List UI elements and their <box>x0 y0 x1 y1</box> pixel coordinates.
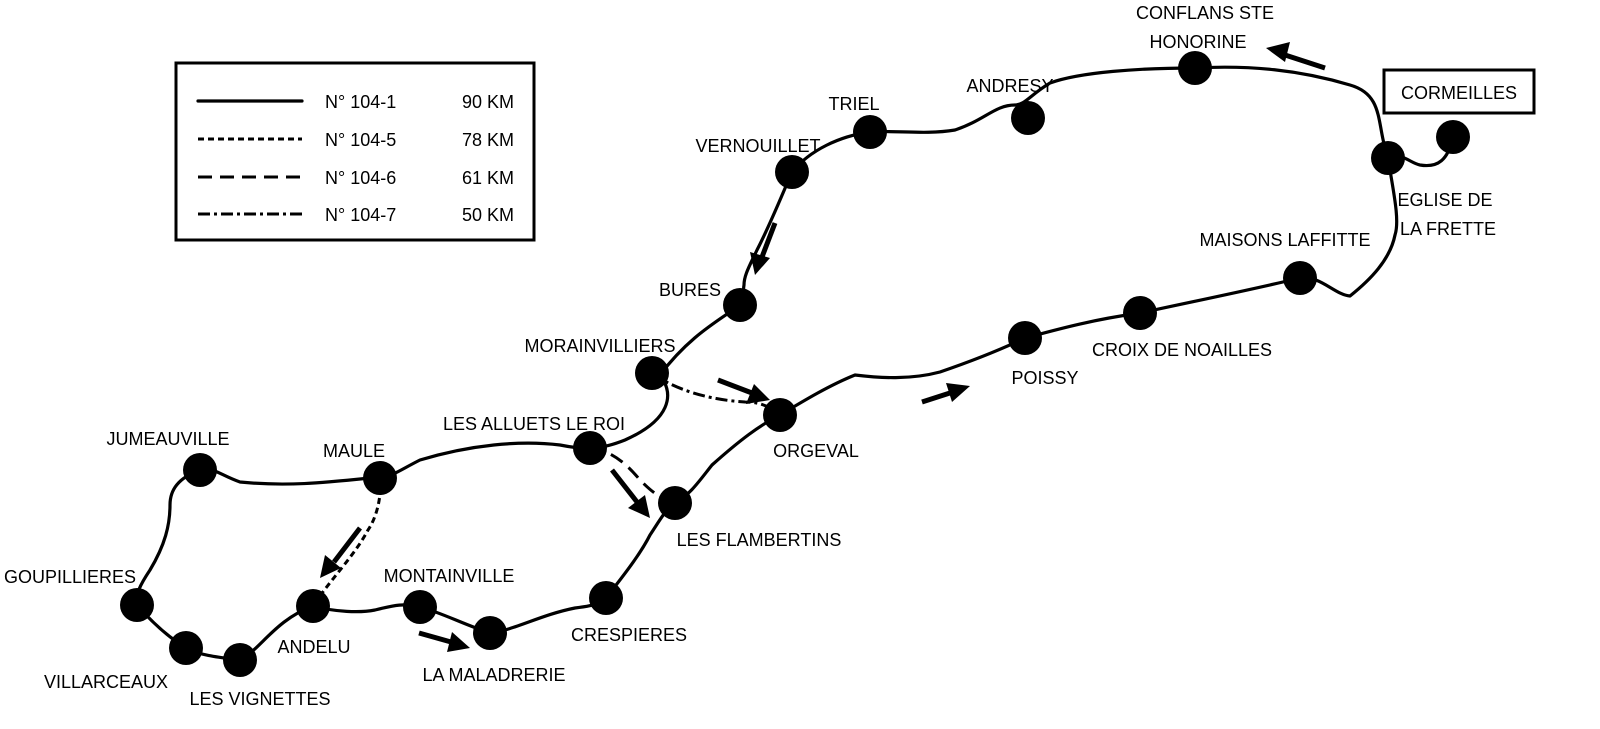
label-eglise-1: EGLISE DE <box>1397 190 1492 210</box>
stop-orgeval <box>763 398 797 432</box>
legend-code-2: N° 104-5 <box>325 130 396 150</box>
stop-andelu <box>296 589 330 623</box>
label-montainville: MONTAINVILLE <box>384 566 515 586</box>
stop-vernouillet <box>775 155 809 189</box>
stop-poissy <box>1008 321 1042 355</box>
legend-distance-2: 78 KM <box>462 130 514 150</box>
stops <box>120 51 1470 677</box>
label-goupillieres: GOUPILLIERES <box>4 567 136 587</box>
label-les-vignettes: LES VIGNETTES <box>189 689 330 709</box>
stop-montainville <box>403 590 437 624</box>
legend-distance-4: 50 KM <box>462 205 514 225</box>
arrowhead-icon <box>750 252 770 275</box>
stop-maule <box>363 461 397 495</box>
stop-les-vignettes <box>223 643 257 677</box>
arrow-icon <box>332 526 362 564</box>
label-les-flambertins: LES FLAMBERTINS <box>677 530 842 550</box>
label-bures: BURES <box>659 280 721 300</box>
stop-morainvilliers <box>635 356 669 390</box>
label-villarceaux: VILLARCEAUX <box>44 672 168 692</box>
label-conflans-1: CONFLANS STE <box>1136 3 1274 23</box>
town-labels: CONFLANS STE HONORINE ANDRESY TRIEL VERN… <box>4 3 1496 709</box>
arrowhead-icon <box>946 383 970 402</box>
label-maule: MAULE <box>323 441 385 461</box>
label-les-alluets: LES ALLUETS LE ROI <box>443 414 625 434</box>
stop-la-maladrerie <box>473 616 507 650</box>
stop-eglise-de-la-frette <box>1371 141 1405 175</box>
legend-code-3: N° 104-6 <box>325 168 396 188</box>
stop-maisons-laffitte <box>1283 261 1317 295</box>
start-box <box>1382 68 1536 115</box>
label-crespieres: CRESPIERES <box>571 625 687 645</box>
label-vernouillet: VERNOUILLET <box>695 136 820 156</box>
legend-distance-1: 90 KM <box>462 92 514 112</box>
stop-les-alluets <box>573 431 607 465</box>
legend-code-1: N° 104-1 <box>325 92 396 112</box>
label-conflans-2: HONORINE <box>1149 32 1246 52</box>
stop-crespieres <box>589 581 623 615</box>
legend-frame <box>174 61 536 242</box>
label-eglise-2: LA FRETTE <box>1400 219 1496 239</box>
label-morainvilliers: MORAINVILLIERS <box>524 336 675 356</box>
stop-bures <box>723 288 757 322</box>
stop-conflans <box>1178 51 1212 85</box>
label-maisons-laffitte: MAISONS LAFFITTE <box>1199 230 1370 250</box>
label-orgeval: ORGEVAL <box>773 441 859 461</box>
label-triel: TRIEL <box>828 94 879 114</box>
legend: N° 104-1 90 KM N° 104-5 78 KM N° 104-6 6… <box>174 61 536 242</box>
label-croix-de-noailles: CROIX DE NOAILLES <box>1092 340 1272 360</box>
arrowhead-icon <box>320 555 341 578</box>
stop-triel <box>853 115 887 149</box>
label-andelu: ANDELU <box>277 637 350 657</box>
arrow-icon <box>418 630 452 645</box>
arrow-icon <box>717 377 753 396</box>
arrow-icon <box>759 222 778 258</box>
route-104-1 <box>134 65 1455 662</box>
stop-goupillieres <box>120 588 154 622</box>
legend-code-4: N° 104-7 <box>325 205 396 225</box>
stop-andresy <box>1011 101 1045 135</box>
arrowhead-icon <box>746 384 770 404</box>
arrow-icon <box>1281 51 1326 71</box>
label-la-maladrerie: LA MALADRERIE <box>422 665 565 685</box>
legend-distance-3: 61 KM <box>462 168 514 188</box>
stop-croix-de-noailles <box>1123 296 1157 330</box>
stop-cormeilles <box>1436 120 1470 154</box>
start-box-label: CORMEILLES <box>1401 83 1517 103</box>
label-jumeauville: JUMEAUVILLE <box>106 429 229 449</box>
arrowhead-icon <box>447 632 470 652</box>
arrowhead-icon <box>1266 42 1290 62</box>
arrow-icon <box>610 468 639 504</box>
label-andresy: ANDRESY <box>966 76 1053 96</box>
stop-les-flambertins <box>658 486 692 520</box>
label-poissy: POISSY <box>1011 368 1078 388</box>
arrowhead-icon <box>628 495 650 518</box>
route-104-5 <box>311 477 382 607</box>
direction-arrows <box>320 42 1326 652</box>
stop-villarceaux <box>169 631 203 665</box>
arrow-icon <box>921 389 954 405</box>
stop-jumeauville <box>183 453 217 487</box>
